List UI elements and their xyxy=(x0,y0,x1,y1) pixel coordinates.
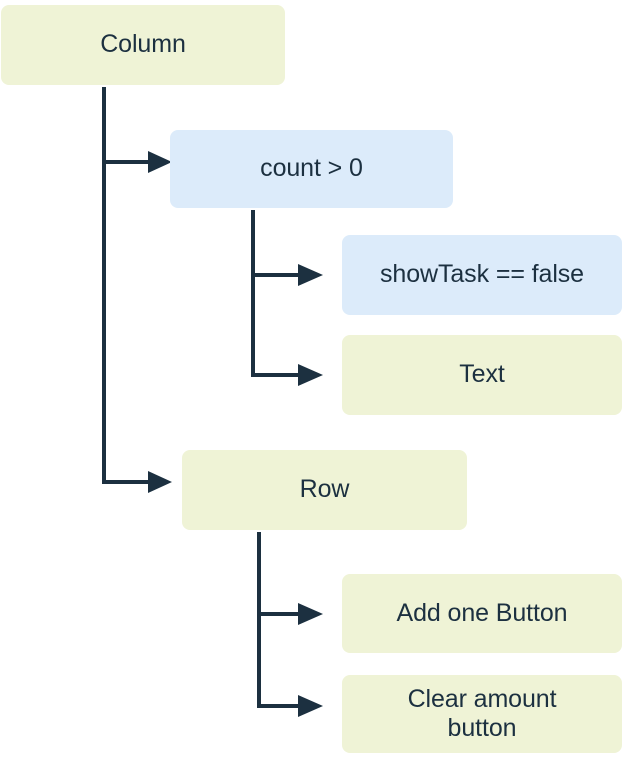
node-column[interactable]: Column xyxy=(1,5,285,85)
node-text[interactable]: Text xyxy=(342,335,622,415)
edge-column-to-row xyxy=(102,162,172,493)
edge-count-to-showtask xyxy=(251,210,323,286)
edge-column-to-count xyxy=(102,87,172,173)
node-showtask-equals-false[interactable]: showTask == false xyxy=(342,235,622,315)
edge-row-to-add xyxy=(257,532,323,625)
node-row[interactable]: Row xyxy=(182,450,467,530)
edge-row-to-clear xyxy=(257,614,323,717)
node-count-greater-than-zero[interactable]: count > 0 xyxy=(170,130,453,208)
edge-count-to-text xyxy=(251,275,323,386)
node-clear-amount-button[interactable]: Clear amount button xyxy=(342,675,622,753)
node-add-one-button[interactable]: Add one Button xyxy=(342,574,622,653)
